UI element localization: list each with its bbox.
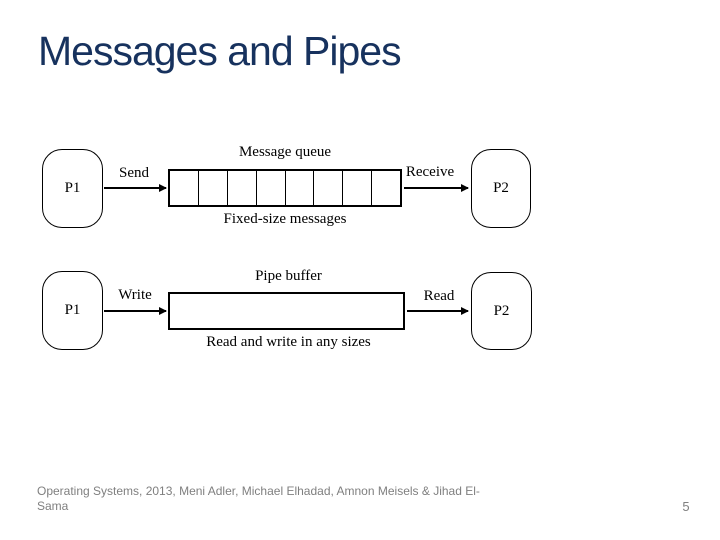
buffer-note: Read and write in any sizes (206, 334, 371, 350)
process-box-p2: P2 (471, 149, 531, 228)
buffer-cell (284, 171, 314, 205)
buffer-cell (170, 171, 198, 205)
buffer-caption: Message queue (238, 144, 332, 160)
buffer-cell (371, 171, 400, 205)
send-arrow-icon (104, 184, 167, 191)
process-label: P2 (493, 180, 509, 196)
page-title: Messages and Pipes (38, 28, 402, 74)
process-label: P1 (64, 302, 81, 318)
buffer-cell (197, 171, 227, 205)
receive-arrow-label: Receive (405, 164, 455, 180)
write-arrow-label: Write (118, 287, 152, 303)
buffer-cell (342, 171, 371, 205)
page-number: 5 (682, 499, 690, 514)
footer-credits: Operating Systems, 2013, Meni Adler, Mic… (37, 484, 480, 514)
process-label: P1 (64, 180, 81, 196)
read-arrow-icon (407, 307, 469, 314)
send-arrow-label: Send (119, 165, 149, 181)
write-arrow-icon (104, 307, 167, 314)
process-box-p2: P2 (471, 272, 532, 350)
buffer-cell (255, 171, 285, 205)
message-queue-buffer (168, 169, 402, 207)
buffer-note: Fixed-size messages (223, 211, 347, 227)
read-arrow-label: Read (423, 288, 455, 304)
pipe-buffer (168, 292, 405, 330)
process-box-p1: P1 (42, 271, 103, 350)
footer-credits-line2: Sama (37, 499, 69, 513)
buffer-cell (226, 171, 256, 205)
receive-arrow-icon (404, 184, 469, 191)
process-box-p1: P1 (42, 149, 103, 228)
buffer-cell (313, 171, 342, 205)
buffer-cell (170, 294, 403, 328)
process-label: P2 (493, 302, 510, 319)
footer-credits-line1: Operating Systems, 2013, Meni Adler, Mic… (37, 484, 480, 498)
buffer-caption: Pipe buffer (255, 268, 322, 284)
